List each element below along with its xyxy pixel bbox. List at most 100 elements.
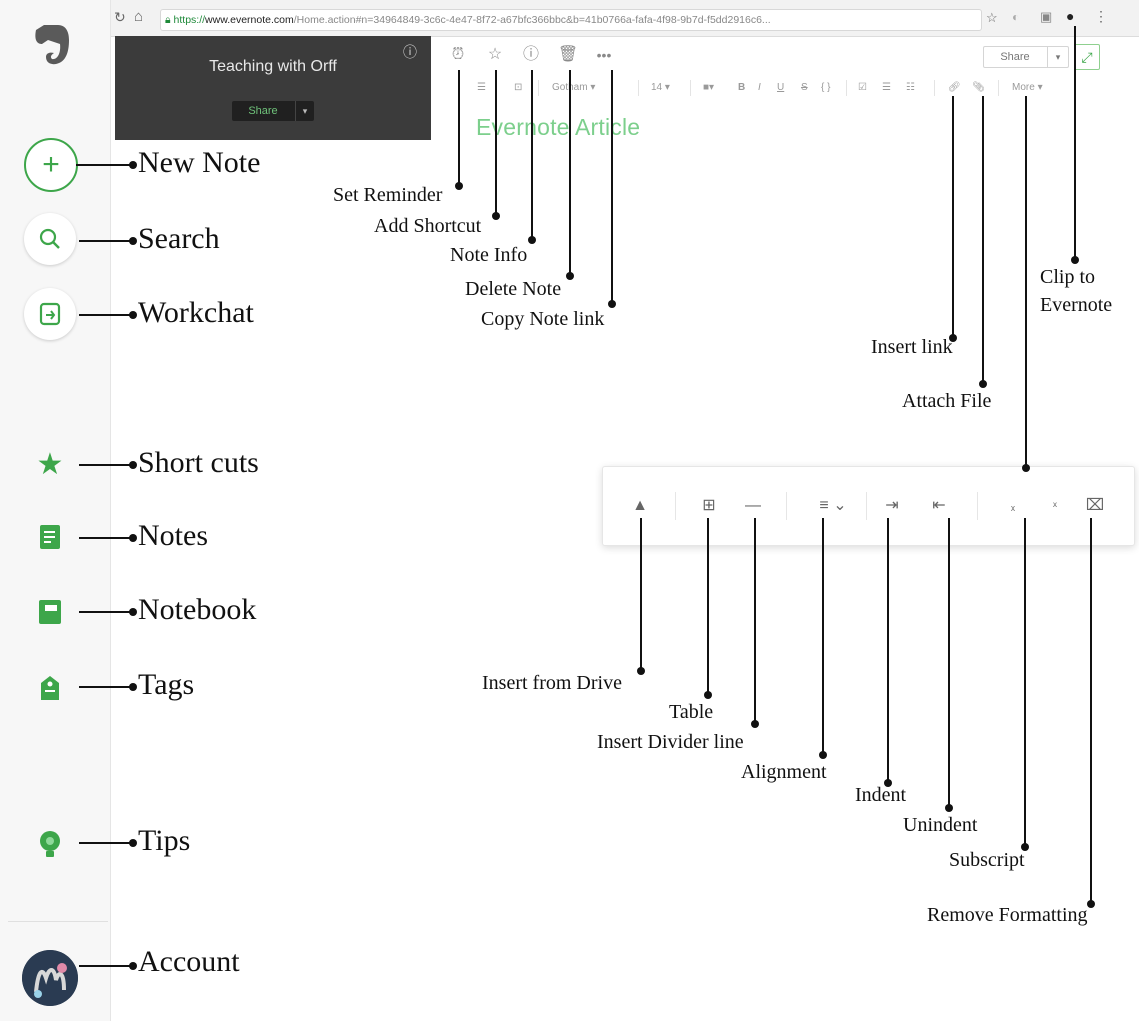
more-formatting-toolbar [602,466,1135,546]
lightbulb-icon [40,831,60,857]
workchat-button[interactable] [24,288,76,340]
note-info-icon[interactable]: ⓘ [522,46,539,63]
divider-line-icon[interactable]: — [745,497,761,514]
label-subscript: Subscript [949,849,1025,871]
callout-dot [884,779,892,787]
alignment-icon[interactable]: ≡ ⌄ [819,497,847,514]
callout-dot [129,683,137,691]
insert-link-icon[interactable]: 🔗︎ [948,82,961,93]
numbered-list-icon[interactable]: ☷ [906,82,915,93]
expand-icon[interactable]: ⤢ [1074,44,1100,70]
unindent-icon[interactable]: ⇤ [932,497,946,514]
info-icon[interactable]: ⓘ [403,44,417,60]
label-workchat: Workchat [138,296,254,329]
italic-icon[interactable]: I [758,82,761,93]
callout-dot [704,691,712,699]
callout-dot [1021,843,1029,851]
attach-file-icon[interactable]: 📎︎ [972,82,985,93]
toolbar-divider [690,80,691,96]
callout-line [754,518,756,722]
share-button[interactable]: Share ▾ [983,46,1069,68]
label-note-info: Note Info [450,244,528,266]
url-path: /Home.action#n=34964849-3c6c-4e47-8f72-a… [293,14,771,26]
notebook-button[interactable] [36,597,64,627]
label-attach-file: Attach File [902,390,992,412]
callout-dot [819,751,827,759]
label-clip-to: Clip to [1040,266,1096,288]
toolbar-divider [538,80,539,96]
label-unindent: Unindent [903,814,978,836]
callout-line [1024,518,1026,848]
note-title[interactable]: Evernote Article [476,114,641,140]
google-drive-icon[interactable]: ▲ [632,497,648,514]
superscript-icon[interactable]: ˣ [1053,499,1057,513]
tags-button[interactable] [36,672,64,704]
label-insert-from-drive: Insert from Drive [482,672,622,694]
tips-button[interactable] [36,828,64,862]
label-add-shortcut: Add Shortcut [374,215,482,237]
shortcuts-button[interactable]: ★ [34,447,66,481]
copy-note-link-icon[interactable]: ••• [596,47,612,63]
chevron-down-icon[interactable]: ▾ [295,101,314,121]
text-color-icon[interactable]: ■▾ [703,82,715,93]
label-notebook: Notebook [138,593,257,626]
callout-line [76,164,134,166]
font-size-select[interactable]: 14 ▾ [651,82,670,93]
toolbar-divider [866,492,867,520]
card-share-button[interactable]: Share ▾ [232,101,314,121]
add-shortcut-icon[interactable]: ☆ [487,46,503,63]
label-alignment: Alignment [741,761,827,783]
clip-to-evernote-icon[interactable]: ● [1066,8,1075,24]
browser-toolbar: ↻ ⌂ 🔒︎ https://www.evernote.com/Home.act… [110,0,1139,37]
label-tips: Tips [138,824,191,857]
remove-formatting-icon[interactable]: ⌧ [1085,497,1105,514]
lock-note-icon[interactable]: ⊡ [514,82,523,93]
callout-dot [492,212,500,220]
callout-dot [751,720,759,728]
browser-menu-icon[interactable]: ⋮ [1094,8,1108,24]
font-family-select[interactable]: Gotham ▾ [552,80,595,96]
checklist-icon[interactable]: ☰ [477,82,486,93]
table-icon[interactable]: ⊞ [702,497,716,514]
label-insert-divider: Insert Divider line [597,731,744,753]
avatar-image [22,950,78,1006]
underline-icon[interactable]: U [777,82,785,93]
account-avatar[interactable] [22,950,78,1006]
new-note-button[interactable]: + [24,138,78,192]
reload-icon[interactable]: ↻ [114,9,126,25]
set-reminder-icon[interactable]: ⏰︎ [451,46,465,63]
checkbox-icon[interactable]: ☑ [858,82,867,93]
rail-divider [8,921,108,922]
callout-line [952,96,954,338]
label-delete-note: Delete Note [465,278,562,300]
indent-icon[interactable]: ⇥ [885,497,899,514]
callout-dot [949,334,957,342]
bookmark-star-icon[interactable]: ☆ [986,10,998,25]
callout-line [640,518,642,670]
subscript-icon[interactable]: ₓ [1011,499,1015,513]
strikethrough-icon[interactable]: S [801,82,808,93]
notes-button[interactable] [36,522,64,552]
more-menu[interactable]: More ▾ [1012,82,1043,93]
callout-line [982,96,984,386]
bold-icon[interactable]: B [738,82,746,93]
note-card[interactable]: Teaching with Orff ⓘ Share ▾ [115,36,431,140]
chevron-down-icon[interactable]: ▾ [1047,47,1068,67]
notebook-icon [39,600,61,624]
address-bar[interactable]: 🔒︎ https://www.evernote.com/Home.action#… [160,9,982,31]
home-icon[interactable]: ⌂ [134,8,144,25]
extension-icon[interactable]: ◐ [1012,10,1020,24]
card-share-label: Share [248,105,278,117]
delete-note-icon[interactable]: 🗑︎ [557,46,579,63]
callout-line [1074,26,1076,260]
callout-dot [528,236,536,244]
code-icon[interactable]: { } [821,82,831,93]
star-icon: ★ [36,447,64,481]
search-icon [39,228,60,249]
callout-line [569,70,571,276]
cast-icon[interactable]: ▣ [1040,9,1053,24]
bullet-list-icon[interactable]: ☰ [882,82,891,93]
search-button[interactable] [24,213,76,265]
label-notes: Notes [138,519,208,552]
note-icon [40,525,60,549]
